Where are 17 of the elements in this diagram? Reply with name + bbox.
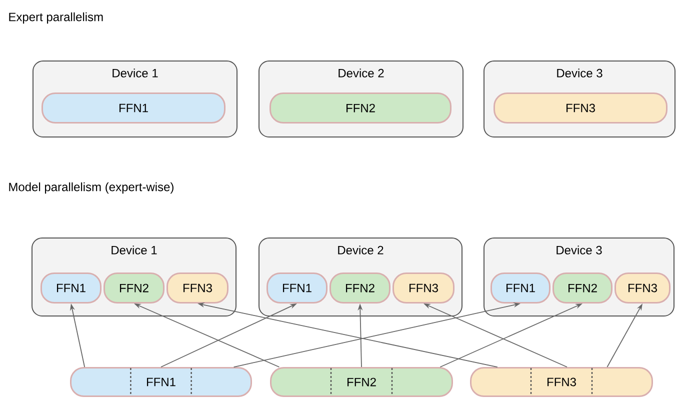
ffn-pill: FFN3 xyxy=(166,272,228,304)
section-heading: Expert parallelism xyxy=(9,12,103,24)
ffn-pill: FFN2 xyxy=(104,272,164,304)
section-heading: Model parallelism (expert-wise) xyxy=(9,182,174,194)
ffn-pill: FFN1 xyxy=(490,272,550,304)
ffn-pill: FFN1 xyxy=(40,272,102,304)
ffn-pill: FFN1 xyxy=(266,272,328,304)
ffn-pill: FFN3 xyxy=(494,92,668,124)
ffn-pill: FFN2 xyxy=(552,272,612,304)
ffn-bar: FFN1 xyxy=(70,367,252,397)
ffn-pill: FFN3 xyxy=(392,272,454,304)
ffn-bar: FFN2 xyxy=(270,367,453,397)
ffn-bar: FFN3 xyxy=(470,367,653,397)
ffn-pill: FFN1 xyxy=(42,92,226,124)
ffn-pill: FFN2 xyxy=(330,272,390,304)
ffn-pill: FFN3 xyxy=(614,272,670,304)
ffn-pill: FFN2 xyxy=(270,92,452,124)
